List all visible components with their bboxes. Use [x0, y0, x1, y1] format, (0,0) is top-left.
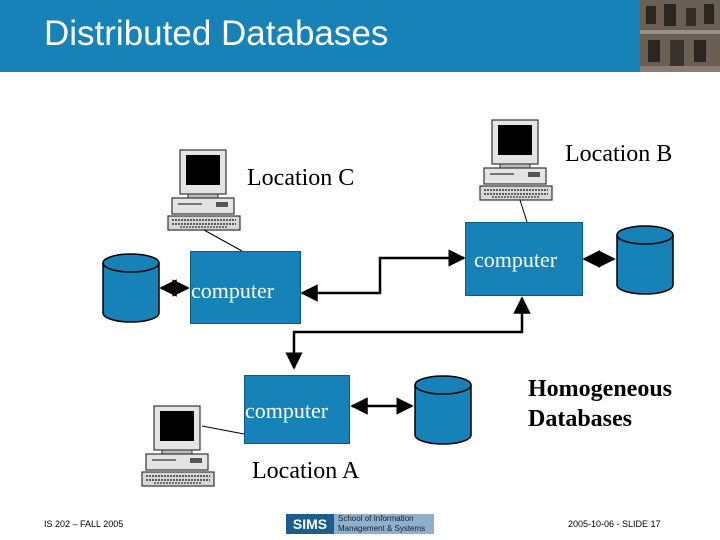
link-pc-b — [519, 199, 528, 223]
logo-sims-text: SIMS — [286, 514, 334, 534]
arrow-a-b — [285, 296, 531, 370]
databases-label: Databases — [528, 406, 633, 432]
arrow-c-b — [300, 249, 466, 302]
footer-course: IS 202 – FALL 2005 — [44, 519, 124, 529]
footer-slide-number: 2005-10-06 - SLIDE 17 — [568, 519, 661, 529]
slide-header: Distributed Databases — [0, 0, 720, 72]
pc-location-a-icon — [141, 405, 215, 487]
location-c-label: Location C — [247, 165, 355, 191]
computer-b-box: computer — [465, 222, 583, 296]
location-a-label: Location A — [252, 458, 360, 484]
database-b-icon — [616, 225, 674, 295]
link-pc-c — [203, 229, 243, 252]
slide-title: Distributed Databases — [44, 14, 389, 53]
link-pc-a — [201, 425, 245, 435]
computer-c-box: computer — [190, 251, 301, 324]
logo-block — [334, 514, 434, 534]
sims-logo: SIMS School of Information Management & … — [286, 514, 436, 536]
computer-a-box: computer — [244, 375, 350, 444]
pc-location-b-icon — [479, 119, 553, 201]
homogeneous-label: Homogeneous — [528, 376, 672, 402]
building-photo — [640, 0, 720, 72]
logo-line1: School of Information — [338, 514, 414, 523]
pc-location-c-icon — [167, 149, 241, 231]
database-c-icon — [102, 253, 160, 323]
logo-line2: Management & Systems — [338, 524, 426, 533]
database-a-icon — [414, 375, 472, 445]
location-b-label: Location B — [565, 141, 673, 167]
